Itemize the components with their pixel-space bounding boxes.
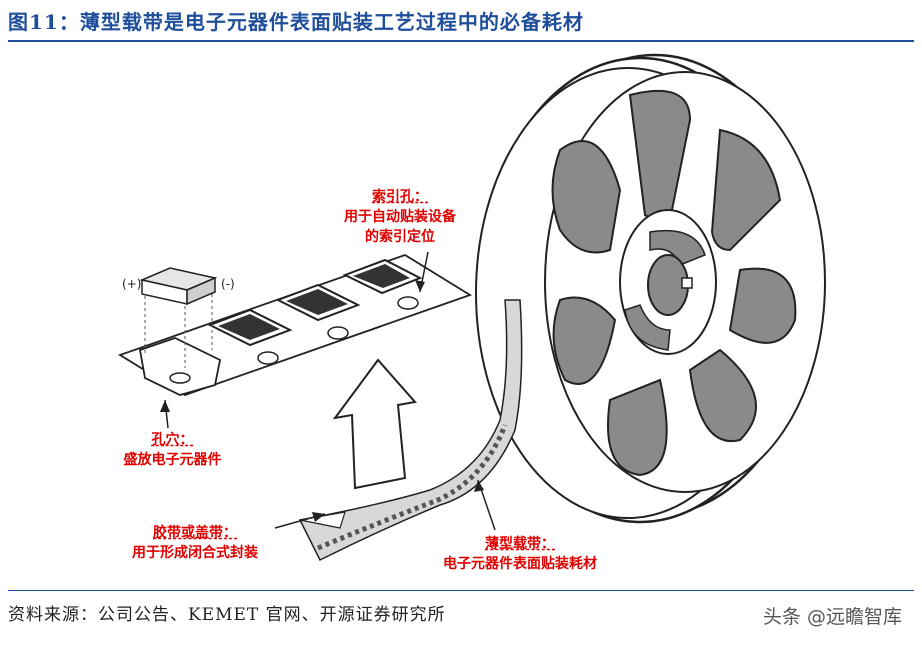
label-index-hole-line1: 用于自动贴装设备: [325, 207, 475, 227]
watermark: 头条 @远瞻智库: [763, 602, 902, 629]
up-arrow: [335, 360, 415, 488]
label-cavity-head: 孔穴：: [105, 430, 240, 450]
footer-rule: [8, 590, 914, 591]
label-carrier-tape: 薄型载带： 电子元器件表面贴装耗材: [415, 534, 625, 574]
label-cover-tape: 胶带或盖带： 用于形成闭合式封装: [105, 523, 285, 563]
label-index-hole: 索引孔： 用于自动贴装设备 的索引定位: [325, 187, 475, 247]
label-cavity-line1: 盛放电子元器件: [105, 450, 240, 470]
polarity-plus: (+): [122, 277, 141, 291]
reel: [476, 55, 825, 522]
label-index-hole-line2: 的索引定位: [325, 227, 475, 247]
label-cover-tape-head: 胶带或盖带：: [105, 523, 285, 543]
label-cover-tape-line1: 用于形成闭合式封装: [105, 543, 285, 563]
label-index-hole-head: 索引孔：: [325, 187, 475, 207]
label-carrier-tape-line1: 电子元器件表面贴装耗材: [415, 554, 625, 574]
label-cavity: 孔穴： 盛放电子元器件: [105, 430, 240, 470]
source-note: 资料来源：公司公告、KEMET 官网、开源证券研究所: [8, 600, 446, 625]
polarity-minus: (-): [221, 277, 235, 291]
label-carrier-tape-head: 薄型载带：: [415, 534, 625, 554]
